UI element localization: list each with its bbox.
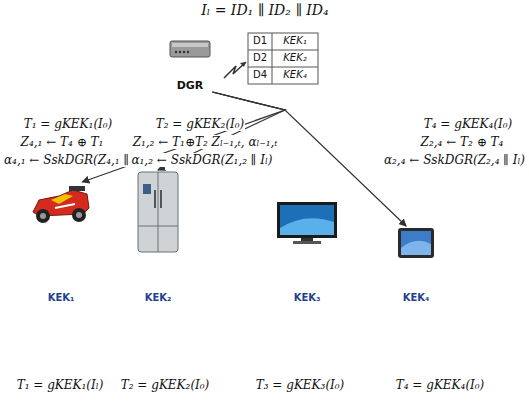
formula: Z₂,₄ ← T₂ ⊕ T₄ — [420, 135, 505, 149]
gateway-device: DGR — [162, 38, 218, 92]
fridge-icon — [135, 170, 181, 254]
formula: Z₄,₁ ← T₄ ⊕ T₁ — [20, 135, 105, 149]
tablet-icon — [396, 226, 436, 260]
device-picture — [162, 38, 218, 60]
formula: T₂ = gKEK₂(I₀) — [155, 117, 246, 131]
node-label: KEK₃ — [269, 292, 345, 304]
formula: T₄ = gKEK₄(I₀) — [423, 117, 514, 131]
tv-icon — [275, 200, 339, 246]
node-label: KEK₄ — [383, 292, 449, 304]
device-picture — [127, 170, 189, 254]
device-node: KEK₂ — [127, 170, 189, 304]
device-node: KEK₄ — [383, 226, 449, 304]
formula: α₁,₂ ← SskDGR(Z₁,₂ ∥ Iₗ) — [130, 153, 273, 167]
formula-heading: Iₗ = ID₁ ∥ ID₂ ∥ ID₄ — [200, 2, 329, 19]
distribution-arrow — [82, 92, 285, 182]
formula: α₂,₄ ← SskDGR(Z₂,₄ ∥ Iₗ) — [383, 153, 526, 167]
car-icon — [29, 182, 93, 226]
table-cell: KEK₂ — [283, 52, 306, 64]
wireless-symbol — [224, 62, 246, 78]
formula: T₁ = gKEK₁(Iₗ) — [16, 378, 105, 392]
table-cell: KEK₁ — [283, 35, 306, 47]
formula: Z₁,₂ ← T₁⊕T₂ Zₗ₋₁,ₜ, αₗ₋₁,ₜ — [132, 135, 279, 149]
table-cell: KEK₄ — [283, 69, 306, 81]
table-cell: D1 — [253, 35, 267, 47]
formula: T₁ = gKEK₁(I₀) — [23, 117, 114, 131]
device-node: KEK₁ — [23, 182, 99, 304]
formula: T₂ = gKEK₂(I₀) — [120, 378, 211, 392]
formula: T₃ = gKEK₃(I₀) — [255, 378, 346, 392]
device-picture — [23, 182, 99, 226]
formula: α₄,₁ ← SskDGR(Z₄,₁ ∥ Iₗ) — [3, 153, 146, 167]
device-picture — [269, 200, 345, 246]
device-picture — [383, 226, 449, 260]
table-cell: D2 — [253, 52, 267, 64]
router-icon — [168, 38, 212, 60]
formula: T₄ = gKEK₄(I₀) — [395, 378, 486, 392]
node-label: KEK₁ — [23, 292, 99, 304]
node-label: DGR — [162, 79, 218, 92]
node-label: KEK₂ — [127, 292, 189, 304]
device-node: KEK₃ — [269, 200, 345, 304]
wireless-arrow — [240, 62, 246, 67]
table-cell: D4 — [253, 69, 267, 81]
key-table — [248, 33, 318, 84]
